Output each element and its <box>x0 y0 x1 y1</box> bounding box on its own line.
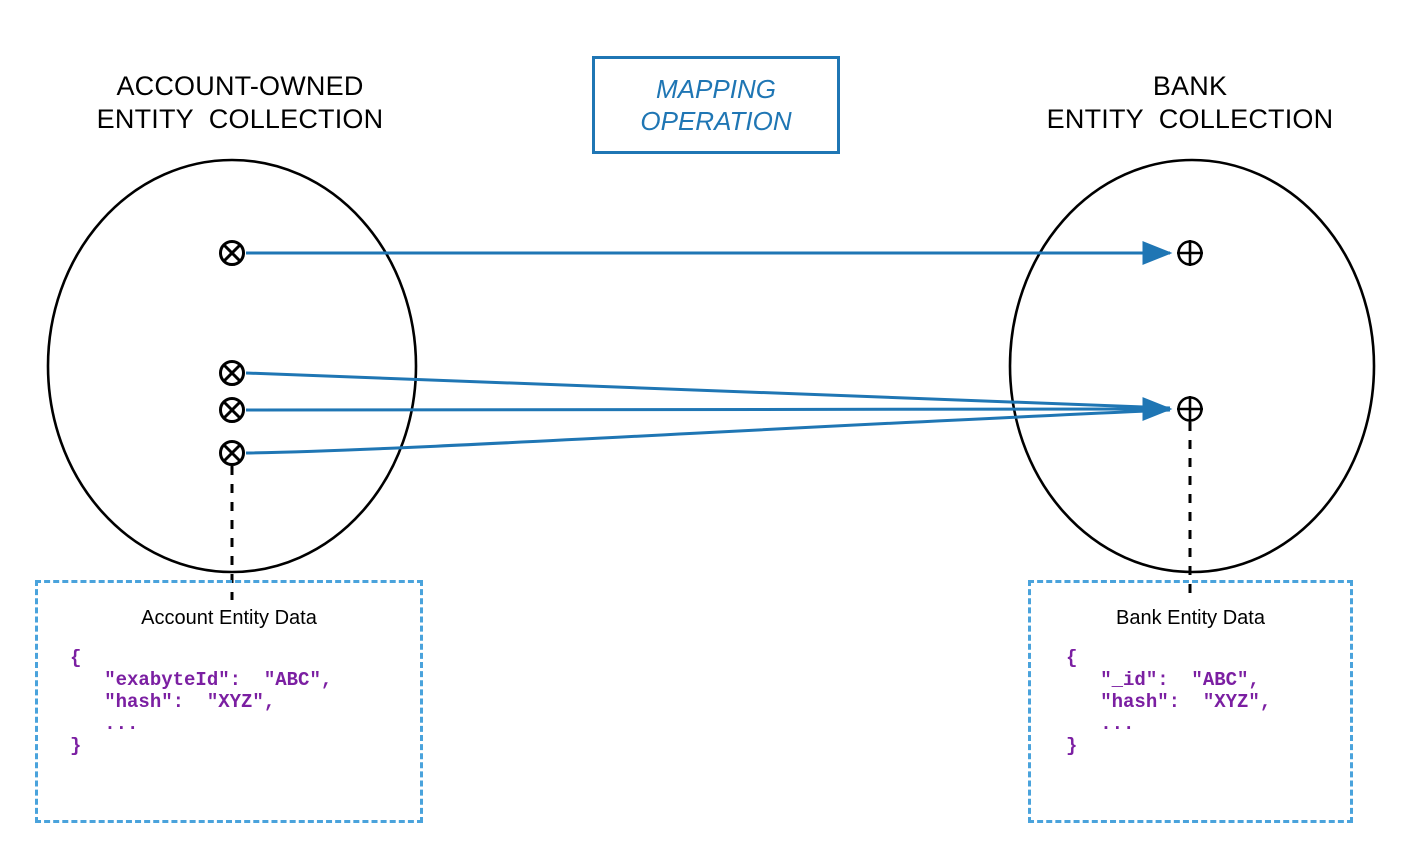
mapping-operation-label: MAPPING OPERATION <box>640 74 792 136</box>
mapping-arrow-3 <box>245 397 1173 422</box>
account-entity-data-code: { "exabyteId": "ABC", "hash": "XYZ", ...… <box>70 647 333 757</box>
circled-x-icon <box>219 240 245 266</box>
account-entity-data-box: Account Entity Data { "exabyteId": "ABC"… <box>35 580 423 823</box>
circled-x-icon <box>219 360 245 386</box>
mapping-arrow-4 <box>245 408 1171 455</box>
circled-x-icon <box>219 397 245 423</box>
mapping-arrow-2 <box>245 371 1171 410</box>
bank-collection-ellipse <box>1008 158 1376 574</box>
right-collection-title: BANK ENTITY COLLECTION <box>1046 71 1334 134</box>
account-collection-ellipse <box>46 158 418 574</box>
left-collection-title: ACCOUNT-OWNED ENTITY COLLECTION <box>96 71 384 134</box>
bank-entity-data-box: Bank Entity Data { "_id": "ABC", "hash":… <box>1028 580 1353 823</box>
circled-plus-icon <box>1177 396 1203 422</box>
circled-plus-icon <box>1177 240 1203 266</box>
bank-entity-data-caption: Bank Entity Data <box>1116 607 1265 629</box>
account-entity-data-caption: Account Entity Data <box>141 607 317 629</box>
mapping-operation-box: MAPPING OPERATION <box>592 56 840 154</box>
circled-x-icon <box>219 440 245 466</box>
bank-entity-data-code: { "_id": "ABC", "hash": "XYZ", ... } <box>1066 647 1272 757</box>
